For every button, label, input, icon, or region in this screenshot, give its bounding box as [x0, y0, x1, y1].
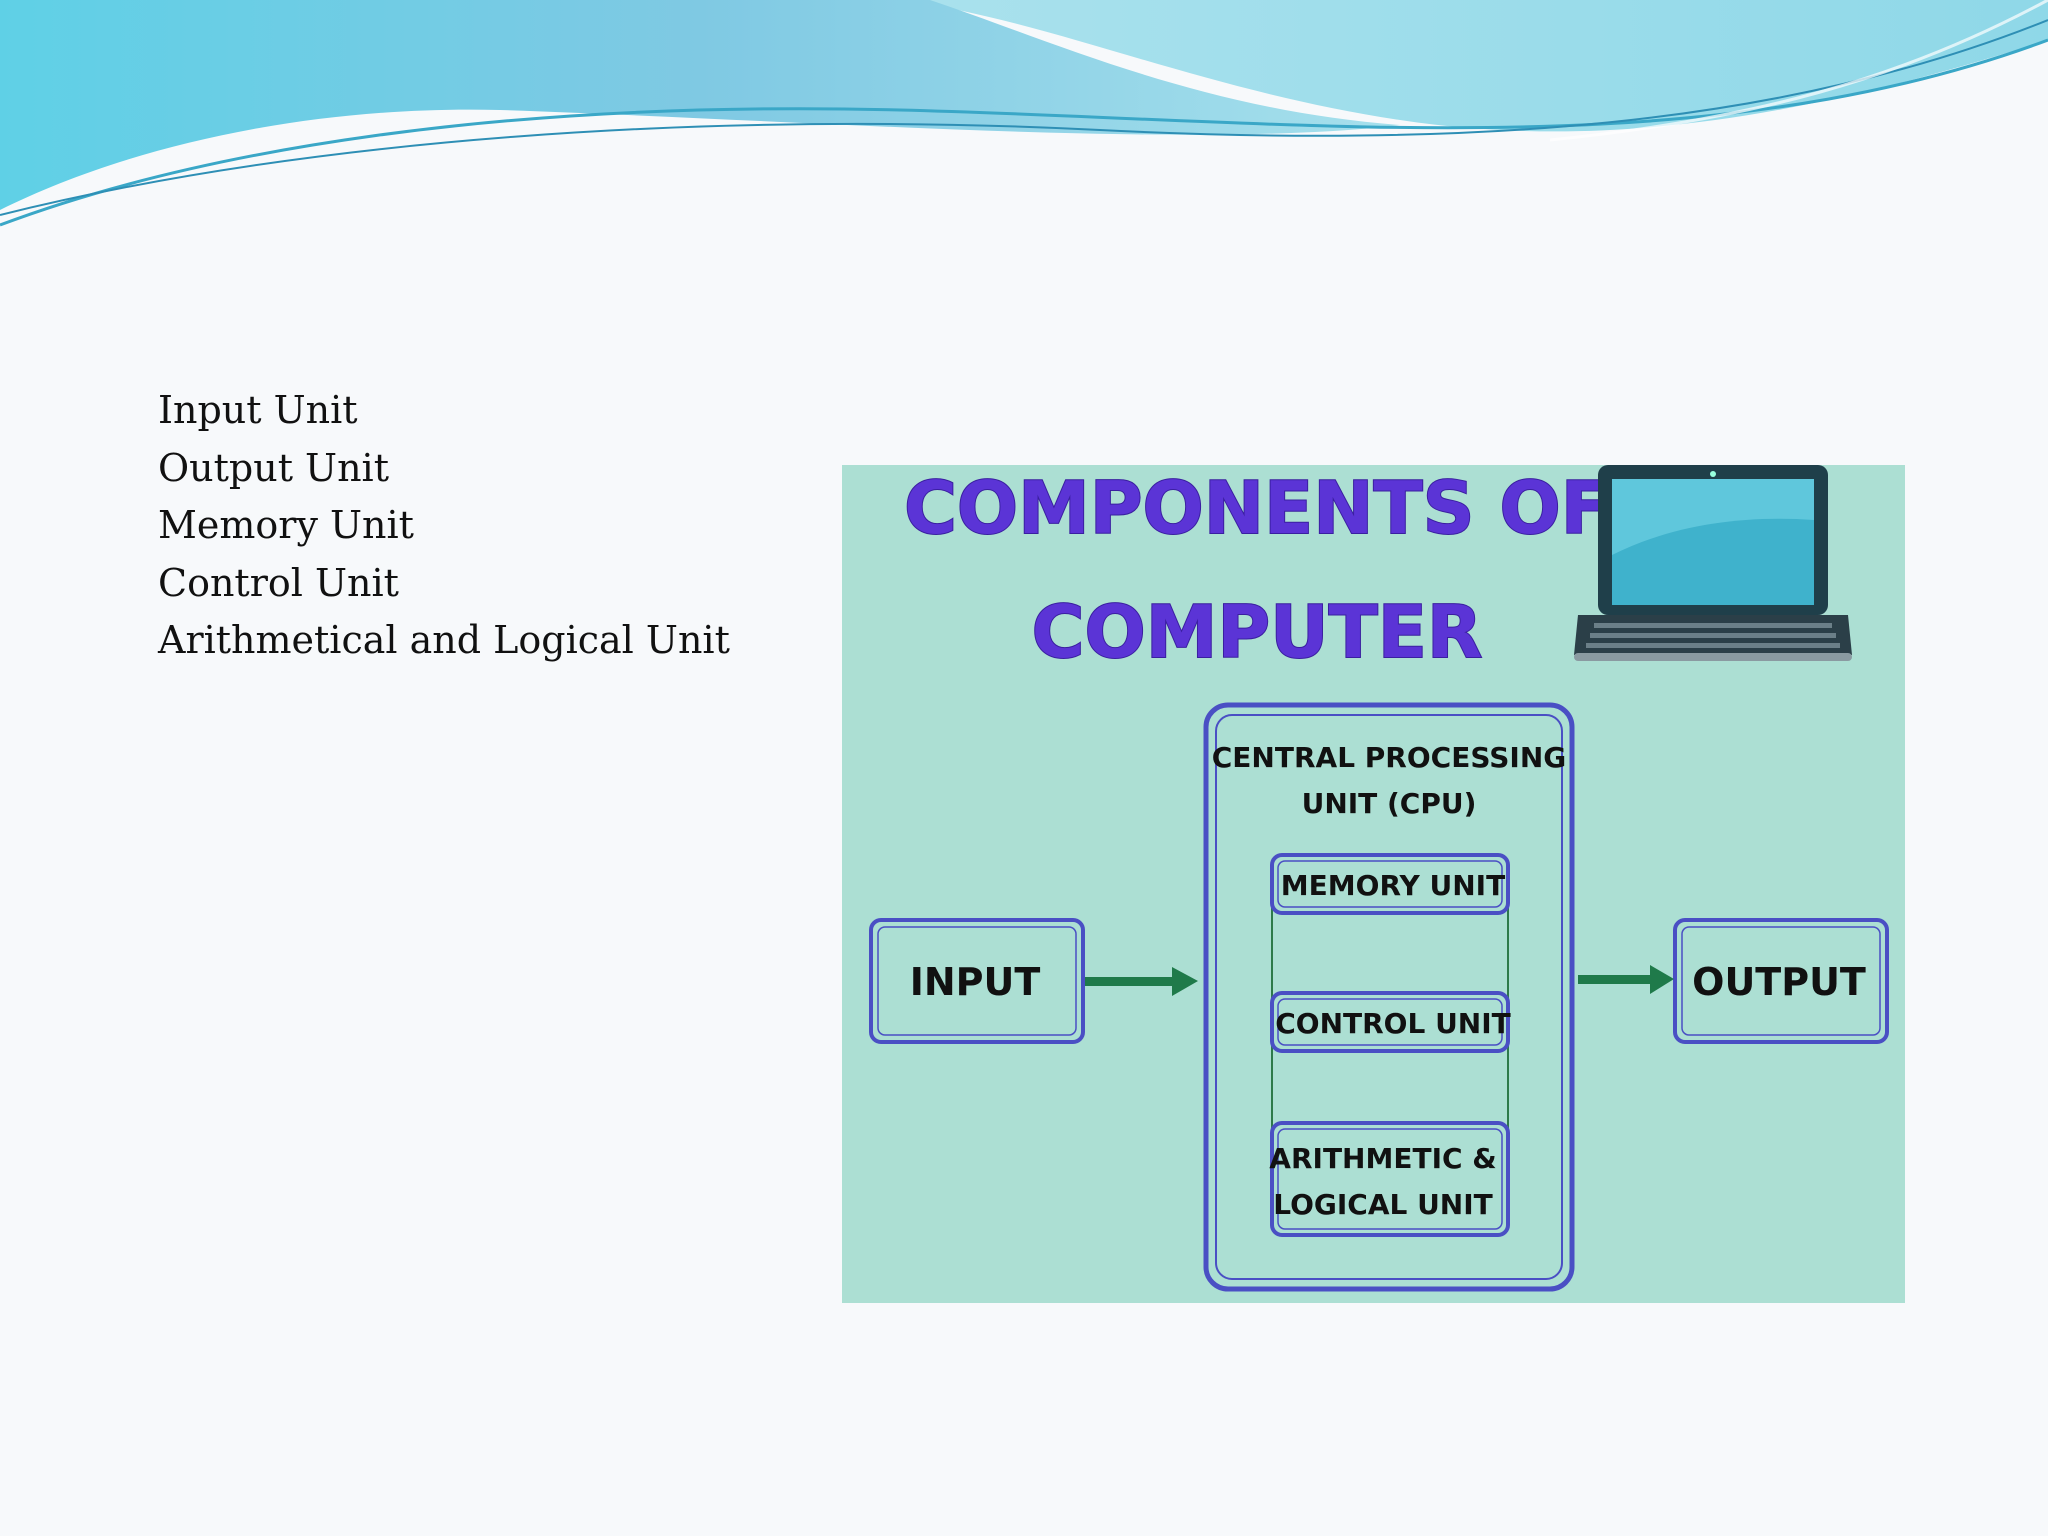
- input-label: INPUT: [910, 960, 1041, 1004]
- cpu-label-line2: UNIT (CPU): [1302, 787, 1477, 820]
- diagram-canvas: COMPONENTS OF COMPUTER CENTRAL PROCESSI: [869, 465, 1889, 1292]
- cpu-label-line1: CENTRAL PROCESSING: [1212, 741, 1567, 774]
- bullet-item: Output Unit: [158, 445, 389, 490]
- input-box: INPUT: [869, 918, 1085, 1044]
- diagram-title-line1: COMPONENTS OF: [904, 466, 1610, 550]
- diagram-title-line2: COMPUTER: [1032, 590, 1483, 674]
- bullet-list: Input Unit Output Unit Memory Unit Contr…: [158, 382, 730, 670]
- bullet-item: Control Unit: [158, 560, 399, 605]
- output-box: OUTPUT: [1673, 918, 1889, 1044]
- alu-label-line1: ARITHMETIC &: [1269, 1142, 1496, 1175]
- laptop-icon: [1574, 465, 1852, 661]
- memory-unit-box: MEMORY UNIT: [1270, 853, 1510, 915]
- header-wave-decoration: [0, 0, 2048, 227]
- alu-box: ARITHMETIC & LOGICAL UNIT: [1269, 1121, 1510, 1237]
- arrow-right-icon: [1085, 967, 1198, 996]
- arrow-right-icon: [1578, 965, 1674, 994]
- memory-unit-label: MEMORY UNIT: [1281, 869, 1505, 902]
- bullet-item: Arithmetical and Logical Unit: [158, 618, 730, 662]
- control-unit-label: CONTROL UNIT: [1275, 1007, 1511, 1040]
- output-label: OUTPUT: [1692, 960, 1866, 1004]
- bullet-item: Memory Unit: [158, 503, 414, 547]
- cpu-box: [1203, 702, 1575, 1292]
- alu-label-line2: LOGICAL UNIT: [1273, 1188, 1493, 1221]
- bullet-item: Input Unit: [158, 388, 358, 432]
- components-diagram: COMPONENTS OF COMPUTER CENTRAL PROCESSI: [842, 465, 1905, 1303]
- control-unit-box: CONTROL UNIT: [1270, 991, 1511, 1053]
